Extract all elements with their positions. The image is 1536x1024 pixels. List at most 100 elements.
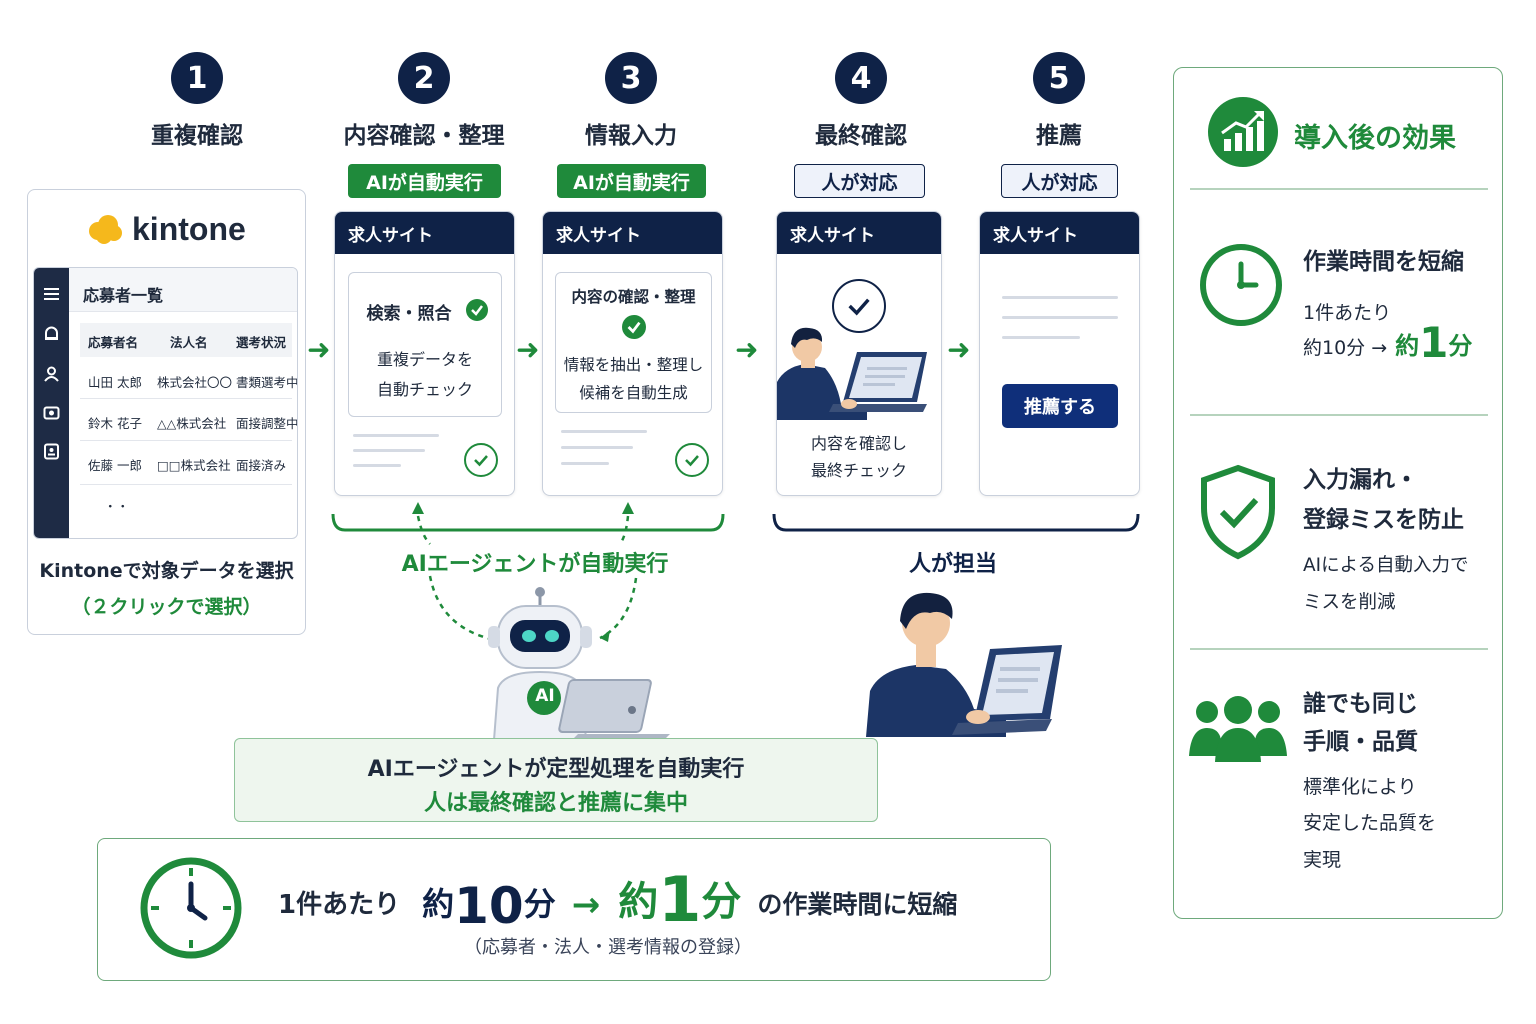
clock-icon <box>1200 244 1282 326</box>
step-2-number: 2 <box>398 52 450 104</box>
ai-group-bracket <box>331 513 725 532</box>
table-cell[interactable]: 株式会社〇〇 <box>157 375 233 390</box>
placeholder-line <box>353 434 439 437</box>
ai-group-label: AIエージェントが自動実行 <box>401 552 669 577</box>
table-cell[interactable]: 面接調整中 <box>236 416 298 431</box>
bell-icon[interactable] <box>43 325 60 342</box>
summary-line2: 人は最終確認と推薦に集中 <box>423 791 688 816</box>
step-4-title: 最終確認 <box>815 123 907 149</box>
recommend-button[interactable]: 推薦する <box>1002 384 1118 428</box>
table-cell[interactable]: 書類選考中 <box>236 375 298 390</box>
effect-3-text-line2: 安定した品質を <box>1303 812 1437 834</box>
person-icon[interactable] <box>43 365 60 382</box>
before-approx-label: 約 <box>422 885 455 923</box>
camera-icon[interactable] <box>43 404 60 421</box>
after-approx-label: 約 <box>618 879 659 925</box>
effect-1-result: 約10分 → 約 1 分 <box>1303 320 1472 364</box>
table-cell[interactable]: △△株式会社 <box>157 416 227 431</box>
effect-1-text: 1件あたり <box>1303 302 1392 324</box>
reduction-suffix: の作業時間に短縮 <box>757 890 958 919</box>
card-header: 求人サイト <box>543 212 722 254</box>
kintone-logo: kintone <box>86 208 246 250</box>
card4-body-line1: 内容を確認し <box>810 434 907 453</box>
effect-1-approx-label: 約 <box>1395 332 1420 360</box>
reduction-note: （応募者・法人・選考情報の登録） <box>464 937 752 958</box>
check-icon <box>466 299 488 321</box>
table-cell[interactable]: □□株式会社 <box>157 458 231 473</box>
check-circle-icon <box>832 279 886 333</box>
time-reduction-banner: 1件あたり 約 10 分 → 約 1 分 の作業時間に短縮 （応募者・法人・選考… <box>97 838 1051 981</box>
row-divider <box>80 398 292 399</box>
job-site-card-step3: 求人サイト 内容の確認・整理 情報を抽出・整理し 候補を自動生成 <box>542 211 723 496</box>
job-site-card-step2: 求人サイト 検索・照合 重複データを 自動チェック <box>334 211 515 496</box>
flow-arrow-icon: ➜ <box>947 333 971 366</box>
reduction-statement: 1件あたり 約 10 分 → 約 1 分 の作業時間に短縮 <box>278 851 958 936</box>
after-value: 1 <box>658 863 702 936</box>
effect-2-text-line2: ミスを削減 <box>1303 592 1396 613</box>
kintone-cloud-icon <box>89 215 122 244</box>
effect-3-heading-line2: 手順・品質 <box>1303 729 1418 755</box>
placeholder-line <box>561 446 633 449</box>
contact-card-icon[interactable] <box>43 443 60 460</box>
kintone-caption: Kintoneで対象データを選択 <box>39 560 294 582</box>
reduction-arrow: → <box>571 885 601 925</box>
placeholder-line <box>561 430 647 433</box>
card4-body-line2: 最終チェック <box>810 461 907 480</box>
menu-icon[interactable] <box>43 285 60 302</box>
check-circle-icon <box>464 443 498 477</box>
shield-check-icon <box>1201 464 1275 560</box>
step-1-title: 重複確認 <box>151 123 243 149</box>
robot-ai-badge: AI <box>535 686 555 706</box>
summary-line1: AIエージェントが定型処理を自動実行 <box>367 757 745 782</box>
flow-arrow-icon: ➜ <box>307 333 331 366</box>
ai-robot-icon <box>488 587 670 740</box>
table-cell[interactable]: 鈴木 花子 <box>88 416 142 431</box>
step-1-number: 1 <box>171 52 223 104</box>
step-2-title: 内容確認・整理 <box>343 123 505 149</box>
job-site-card-step5: 求人サイト 推薦する <box>979 211 1140 496</box>
kintone-logo-text: kintone <box>132 210 246 247</box>
table-cell[interactable]: 面接済み <box>236 458 287 473</box>
placeholder-line <box>1002 316 1118 319</box>
list-title: 応募者一覧 <box>83 286 164 305</box>
team-icon <box>1189 696 1287 762</box>
column-header: 応募者名 <box>88 335 139 350</box>
card-header: 求人サイト <box>335 212 514 254</box>
table-header-row <box>80 323 292 357</box>
list-title-bar <box>69 268 297 312</box>
step-4-number: 4 <box>835 52 887 104</box>
placeholder-line <box>353 449 425 452</box>
card-header: 求人サイト <box>980 212 1139 254</box>
summary-box: AIエージェントが定型処理を自動実行 人は最終確認と推薦に集中 <box>234 738 878 822</box>
effect-3-text-line1: 標準化により <box>1303 776 1417 798</box>
column-header: 法人名 <box>170 335 208 350</box>
step-4-human-badge: 人が対応 <box>794 164 925 198</box>
person-at-laptop-icon <box>777 327 927 420</box>
check-circle-icon <box>675 443 709 477</box>
human-group-label: 人が担当 <box>908 552 997 577</box>
step-2-ai-badge: AIが自動実行 <box>348 164 501 198</box>
card3-body-line1: 情報を抽出・整理し <box>563 356 704 374</box>
kintone-sub-caption: （２クリックで選択） <box>71 596 262 618</box>
placeholder-line <box>1002 336 1080 339</box>
table-cell[interactable]: 佐藤 一郎 <box>88 458 142 473</box>
dashed-flow-arrows <box>412 502 638 642</box>
card2-body-line2: 自動チェック <box>376 380 473 399</box>
applicant-list-window: 応募者一覧 応募者名 法人名 選考状況 山田 太郎 株式会社〇〇 書類選考中 鈴… <box>33 267 298 539</box>
step-5-number: 5 <box>1033 52 1085 104</box>
table-cell[interactable]: 山田 太郎 <box>88 375 142 390</box>
step-3-title: 情報入力 <box>585 123 677 149</box>
more-rows-indicator: ・・ <box>104 499 130 514</box>
divider <box>1190 648 1488 650</box>
before-unit: 分 <box>523 885 556 923</box>
placeholder-line <box>1002 296 1118 299</box>
effect-3-text-line3: 実現 <box>1303 849 1342 871</box>
placeholder-line <box>561 462 609 465</box>
search-match-box: 検索・照合 重複データを 自動チェック <box>348 272 502 417</box>
flow-arrow-icon: ➜ <box>516 333 540 366</box>
effect-1-unit: 分 <box>1448 332 1473 360</box>
row-divider <box>80 484 292 485</box>
before-value: 10 <box>454 877 524 935</box>
column-header: 選考状況 <box>236 335 287 350</box>
check-icon <box>622 315 646 339</box>
